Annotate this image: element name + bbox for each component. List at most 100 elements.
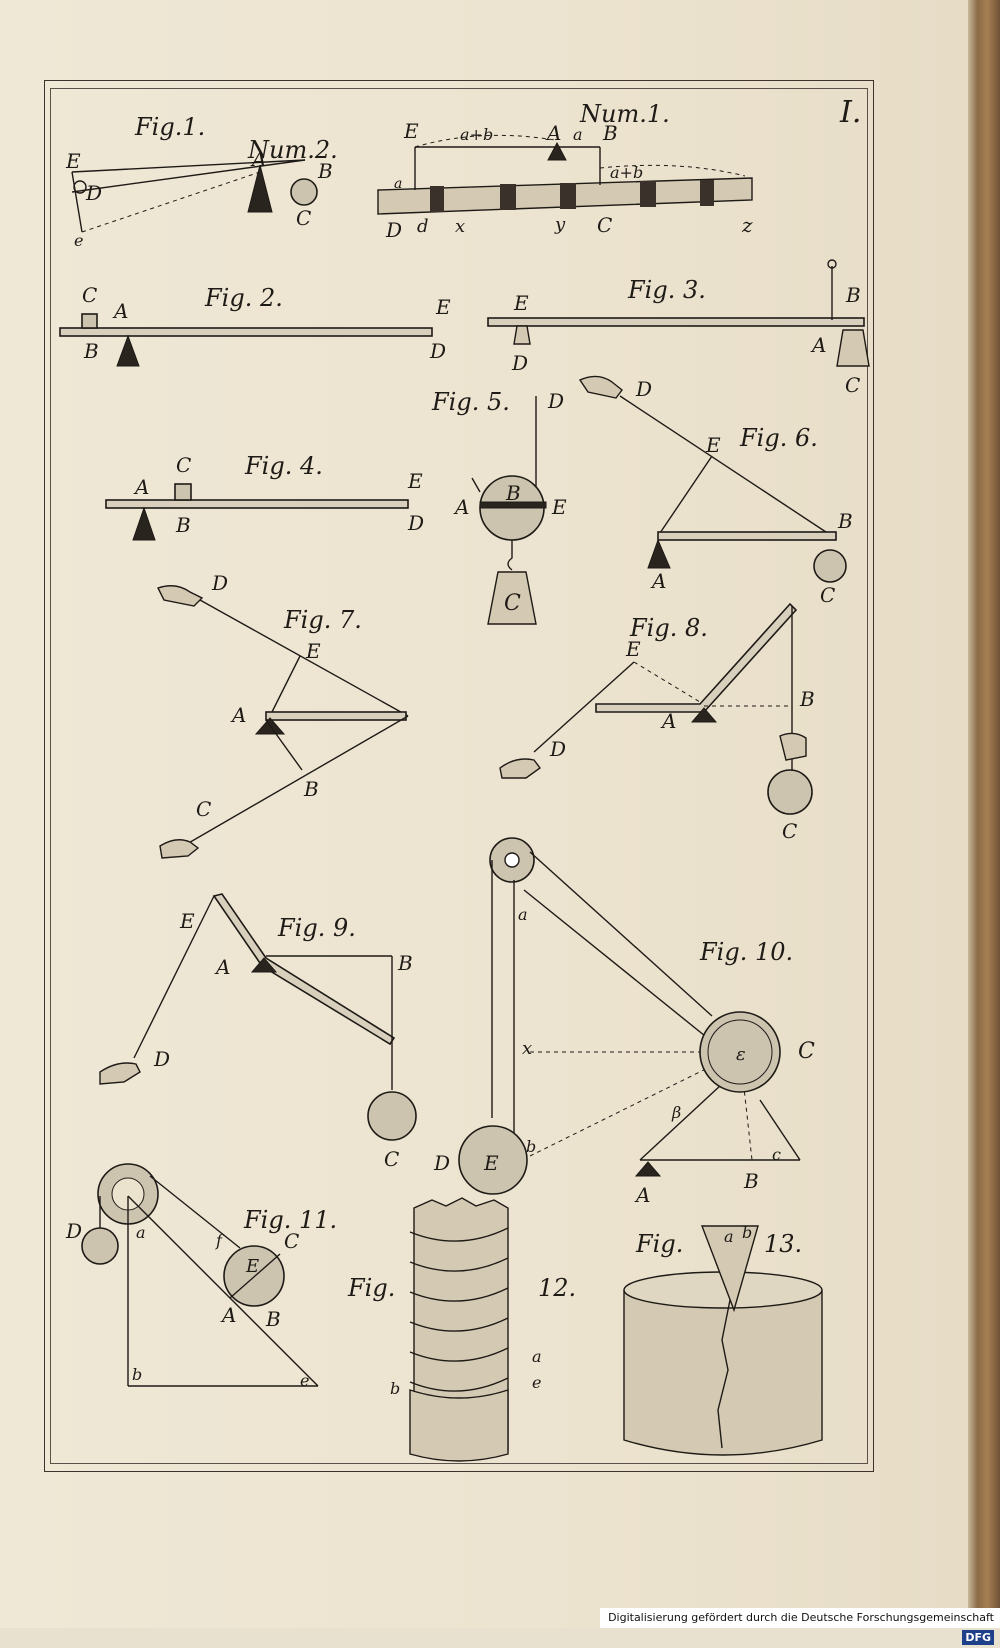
fig3-label-B: B [845,283,861,307]
fig5-label-B: B [505,481,521,505]
fig13-caption: Fig. [635,1230,683,1258]
fig6-hand [578,375,623,399]
fig1-label-e: e [74,231,83,250]
fig12-caption: Fig. [347,1274,395,1302]
book-spine [968,0,1000,1628]
fig3-caption: Fig. 3. [627,276,706,304]
fig12-threads [409,1227,509,1392]
fig1-label-E: E [65,149,81,173]
fig1-label-D: D [85,181,102,205]
fig3-label-C: C [845,373,860,397]
fig9-label-D: D [153,1047,170,1071]
figure-2: Fig. 2. C A B E D [59,283,451,367]
fig5-label-A: A [453,495,469,519]
num1-label-d: d [417,216,429,237]
fig10-pulley-hub [504,852,520,868]
fig10-line-a-E [523,889,711,1041]
fig7-label-C: C [196,797,211,821]
figure-9: Fig. 9. E A B D C [99,893,417,1171]
fig5-weight-C [487,571,537,625]
dfg-logo: DFG [962,1630,994,1645]
num1-label-a-plus-b-right: a+b [610,163,643,182]
fig10-label-x: x [522,1038,532,1059]
fig10-label-A: A [634,1183,650,1207]
fig7-hand-bottom [159,839,200,859]
fig6-caption: Fig. 6. [739,424,818,452]
fig11-label-E: E [245,1256,259,1277]
fig11-label-C: C [284,1229,299,1253]
fig6-label-D: D [635,377,652,401]
num1-label-D: D [385,218,402,242]
fig1-dash [81,171,261,233]
fig11-label-D: D [65,1219,82,1243]
fig10-incline-right [759,1099,801,1161]
num1-label-a-plus-b-top: a+b [460,125,493,144]
fig6-label-A: A [650,569,666,593]
fig10-label-beta: β [671,1103,681,1122]
fig6-beam [657,531,837,541]
fig12-number: 12. [538,1274,576,1302]
figure-1: Fig.1. Num.2. E D A B C e [65,113,338,250]
fig7-beam [265,711,407,721]
fig5-label-D: D [547,389,564,413]
num1-dash-ab-right [599,164,746,177]
fig3-beam [487,317,865,327]
fig12-screw-base [409,1389,509,1462]
fig8-rope [533,661,635,753]
fig9-fulcrum [250,957,278,973]
num1-caption: Num.1. [579,100,670,128]
fig6-strut [657,455,713,537]
figure-num1: Num.1. E A a B a a+b a+b D d x y C z [377,100,753,242]
fig9-label-C: C [384,1147,399,1171]
fig7-caption: Fig. 7. [283,606,362,634]
fig3-label-E: E [513,291,529,315]
fig11-label-f: f [215,1231,225,1250]
fig8-label-E: E [625,637,641,661]
fig13-split [717,1299,731,1449]
fig11-label-B: B [265,1307,281,1331]
figure-6: Fig. 6. D E B A C [578,375,853,607]
num1-label-E: E [403,119,419,143]
fig8-hand-B [779,732,807,761]
fig3-hanger-top [827,259,837,269]
num1-label-a: a [573,125,583,144]
fig10-label-B: B [743,1169,759,1193]
fig10-ball-C [699,1011,781,1093]
num1-label-a-small: a [394,176,402,192]
plate-inner-border [50,88,868,1464]
fig8-weight-ball [767,769,813,815]
fig9-label-E: E [179,909,195,933]
figure-11: Fig. 11. D a f E C A B b e [65,1163,337,1390]
figure-7: Fig. 7. D E A B C [157,571,409,859]
fig1-arc-line [71,171,83,233]
fig2-label-D: D [429,339,446,363]
fig1-caption: Fig.1. [134,113,205,141]
footer-text: Digitalisierung gefördert durch die Deut… [608,1611,994,1624]
fig4-beam [105,499,409,509]
fig1-num2-caption: Num.2. [247,136,338,164]
fig6-label-B: B [837,509,853,533]
num1-fulcrum [547,141,567,161]
fig9-label-B: B [397,951,413,975]
fig10-ball-C-inner [707,1019,773,1085]
fig8-dash-E [633,661,701,703]
fig11-label-A: A [220,1303,236,1327]
fig4-caption: Fig. 4. [244,452,323,480]
fig1-fulcrum [247,164,273,213]
figure-8: Fig. 8. E A B D C [499,602,815,843]
fig2-label-C: C [82,283,97,307]
fig1-label-A: A [250,147,266,171]
fig10-label-b: b [526,1137,536,1156]
fig4-label-B: B [175,513,191,537]
plate-border [44,80,874,1472]
num1-label-A: A [545,121,561,145]
fig8-label-D: D [549,737,566,761]
fig8-label-C: C [782,819,797,843]
fig6-label-C: C [820,583,835,607]
num1-label-z: z [741,213,753,237]
num1-label-B: B [602,121,618,145]
fig6-rope [619,395,833,537]
fig10-label-D: D [433,1151,450,1175]
fig5-hook [507,540,513,571]
plate-number: I. [839,95,861,130]
